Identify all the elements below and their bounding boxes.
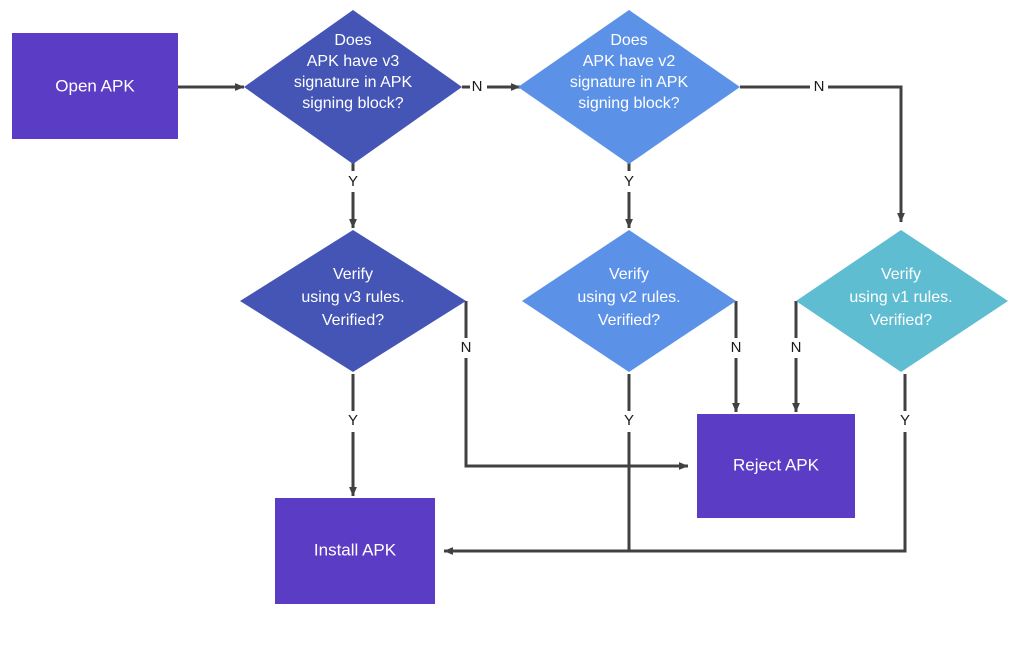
verify-v1-label-line-2: using v1 rules. bbox=[849, 289, 952, 306]
has-v2-label-line-1: Does bbox=[610, 32, 647, 49]
has-v2-label-line-4: signing block? bbox=[578, 95, 680, 112]
reject-apk-shape[interactable] bbox=[697, 414, 855, 518]
edge-verify-v2-no-to-reject: N bbox=[731, 301, 742, 413]
edge-label-verify-v1-no: N bbox=[791, 339, 802, 356]
edge-verify-v3-yes-to-install: Y bbox=[348, 374, 358, 497]
verify-v1-label-line-1: Verify bbox=[881, 266, 921, 283]
open-apk-shape[interactable] bbox=[12, 33, 178, 139]
verify-v3-label-line-2: using v3 rules. bbox=[301, 289, 404, 306]
edge-label-verify-v1-yes: Y bbox=[900, 412, 910, 429]
edge-verify-v3-no-to-reject: N bbox=[461, 301, 689, 470]
reject-apk-label: Reject APK bbox=[733, 455, 820, 474]
has-v3-label-line-1: Does bbox=[334, 32, 371, 49]
install-apk-shape[interactable] bbox=[275, 498, 435, 604]
edge-v3-no-to-v2: N bbox=[462, 78, 521, 95]
edge-verify-v1-no-to-reject: N bbox=[791, 301, 802, 413]
verify-v1-shape[interactable] bbox=[796, 230, 1008, 372]
has-v2-label-line-3: signature in APK bbox=[570, 74, 689, 91]
node-has-v3-signature[interactable]: Does APK have v3 signature in APK signin… bbox=[244, 10, 462, 164]
has-v3-label-line-2: APK have v3 bbox=[307, 53, 400, 70]
node-reject-apk[interactable]: Reject APK bbox=[697, 414, 855, 518]
node-install-apk[interactable]: Install APK bbox=[275, 498, 435, 604]
edge-v2-yes-to-verify-v2: Y bbox=[624, 160, 634, 229]
verify-v2-shape[interactable] bbox=[522, 230, 736, 372]
edge-label-v2-yes: Y bbox=[624, 173, 634, 190]
edge-verify-v1-yes-to-install: Y bbox=[443, 374, 910, 555]
edge-label-v2-no: N bbox=[814, 78, 825, 95]
edge-verify-v2-yes-to-install: Y bbox=[624, 374, 634, 551]
node-verify-v1[interactable]: Verify using v1 rules. Verified? bbox=[796, 230, 1008, 372]
verify-v2-label-line-2: using v2 rules. bbox=[577, 289, 680, 306]
edge-v3-yes-to-verify-v3: Y bbox=[348, 160, 358, 229]
verify-v3-shape[interactable] bbox=[240, 230, 466, 372]
has-v2-shape[interactable] bbox=[518, 10, 740, 164]
node-verify-v3[interactable]: Verify using v3 rules. Verified? bbox=[240, 230, 466, 372]
edge-label-verify-v3-yes: Y bbox=[348, 412, 358, 429]
edge-label-verify-v2-yes: Y bbox=[624, 412, 634, 429]
has-v3-shape[interactable] bbox=[244, 10, 462, 164]
install-apk-label: Install APK bbox=[314, 540, 397, 559]
edge-label-verify-v2-no: N bbox=[731, 339, 742, 356]
node-verify-v2[interactable]: Verify using v2 rules. Verified? bbox=[522, 230, 736, 372]
node-open-apk[interactable]: Open APK bbox=[12, 33, 178, 139]
edge-label-v3-no: N bbox=[472, 78, 483, 95]
edge-v2-no-to-verify-v1: N bbox=[740, 78, 905, 223]
node-has-v2-signature[interactable]: Does APK have v2 signature in APK signin… bbox=[518, 10, 740, 164]
edge-label-v3-yes: Y bbox=[348, 173, 358, 190]
verify-v1-label-line-3: Verified? bbox=[870, 312, 932, 329]
verify-v3-label-line-3: Verified? bbox=[322, 312, 384, 329]
open-apk-label: Open APK bbox=[55, 76, 135, 95]
verify-v3-label-line-1: Verify bbox=[333, 266, 373, 283]
verify-v2-label-line-1: Verify bbox=[609, 266, 649, 283]
has-v3-label-line-4: signing block? bbox=[302, 95, 404, 112]
has-v2-label-line-2: APK have v2 bbox=[583, 53, 676, 70]
edge-label-verify-v3-no: N bbox=[461, 339, 472, 356]
verify-v2-label-line-3: Verified? bbox=[598, 312, 660, 329]
has-v3-label-line-3: signature in APK bbox=[294, 74, 413, 91]
